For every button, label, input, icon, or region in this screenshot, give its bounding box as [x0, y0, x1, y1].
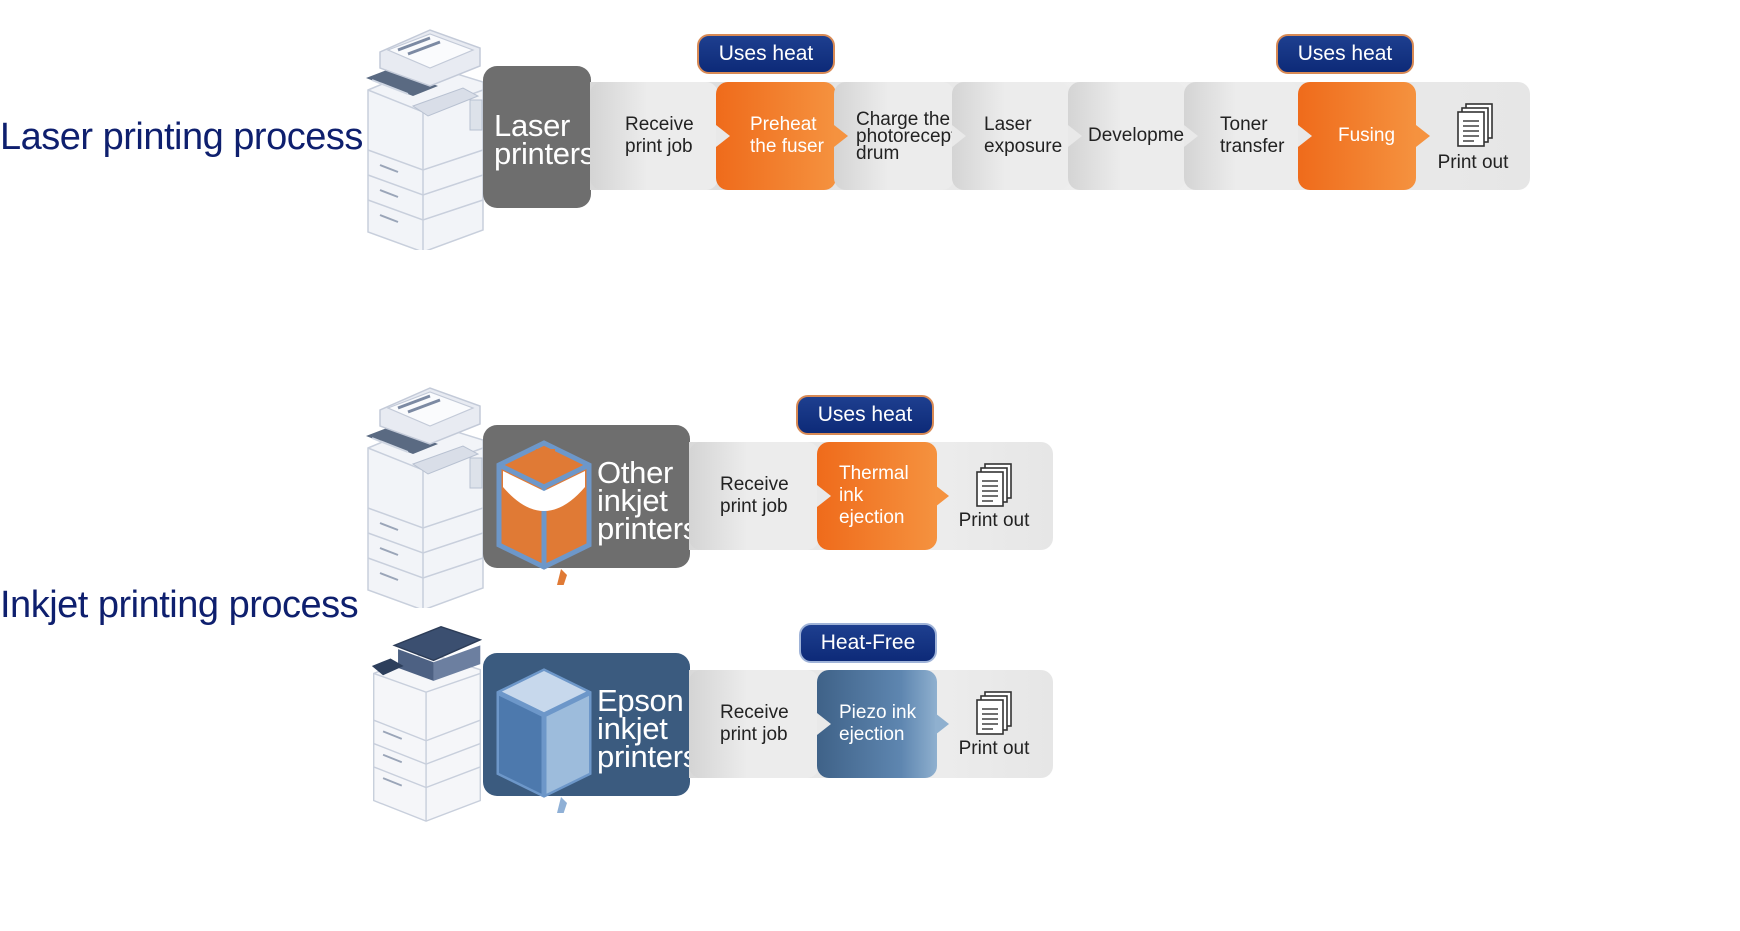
- chevron-right-icon: [1416, 125, 1430, 147]
- epson-heat-free-badge: Heat-Free: [799, 623, 937, 663]
- laser-uses-heat-badge-preheat: Uses heat: [697, 34, 835, 74]
- other-inkjet-uses-heat-badge: Uses heat: [796, 395, 934, 435]
- laser-label-line2: printers: [494, 136, 595, 171]
- other-inkjet-print-out-label: Print out: [958, 510, 1030, 531]
- printer-icon: [358, 378, 488, 608]
- chevron-right-icon: [1068, 125, 1082, 147]
- other-inkjet-label-line1: Other: [597, 455, 674, 490]
- laser-step-fusing: Fusing: [1298, 82, 1416, 190]
- chevron-right-icon: [834, 125, 848, 147]
- laser-printers-label: Laser printers: [483, 66, 595, 208]
- laser-print-out-label: Print out: [1437, 152, 1509, 173]
- document-stack-icon: [975, 462, 1015, 508]
- epson-inkjet-label-line2: inkjet: [597, 711, 668, 746]
- ink-tank-icon: [496, 668, 592, 813]
- printer-icon: [358, 20, 488, 250]
- chevron-right-icon: [952, 125, 966, 147]
- laser-print-out: Print out: [1416, 82, 1530, 190]
- document-stack-icon: [975, 690, 1015, 736]
- laser-label-line1: Laser: [494, 108, 571, 143]
- laser-uses-heat-badge-fusing: Uses heat: [1276, 34, 1414, 74]
- chevron-right-icon: [817, 713, 831, 735]
- chevron-right-icon: [716, 125, 730, 147]
- ink-tank-icon: [496, 440, 592, 585]
- inkjet-section-title: Inkjet printing process: [0, 584, 359, 626]
- chevron-right-icon: [1298, 125, 1312, 147]
- other-inkjet-label-line3: printers: [597, 511, 698, 546]
- chevron-right-icon: [935, 713, 949, 735]
- printer-icon: [362, 608, 492, 823]
- epson-inkjet-print-out: Print out: [935, 670, 1053, 778]
- chevron-right-icon: [1184, 125, 1198, 147]
- document-stack-icon: [1456, 102, 1496, 148]
- epson-inkjet-print-out-label: Print out: [958, 738, 1030, 759]
- other-inkjet-label: Other inkjet printers: [483, 425, 698, 585]
- laser-section-title: Laser printing process: [0, 116, 363, 158]
- chevron-right-icon: [817, 485, 831, 507]
- laser-step-development: Development: [1068, 82, 1200, 190]
- epson-inkjet-label: Epson inkjet printers: [483, 653, 698, 813]
- other-inkjet-print-out: Print out: [935, 442, 1053, 550]
- epson-inkjet-label-line3: printers: [597, 739, 698, 774]
- other-inkjet-label-line2: inkjet: [597, 483, 668, 518]
- chevron-right-icon: [935, 485, 949, 507]
- epson-inkjet-label-line1: Epson: [597, 683, 684, 718]
